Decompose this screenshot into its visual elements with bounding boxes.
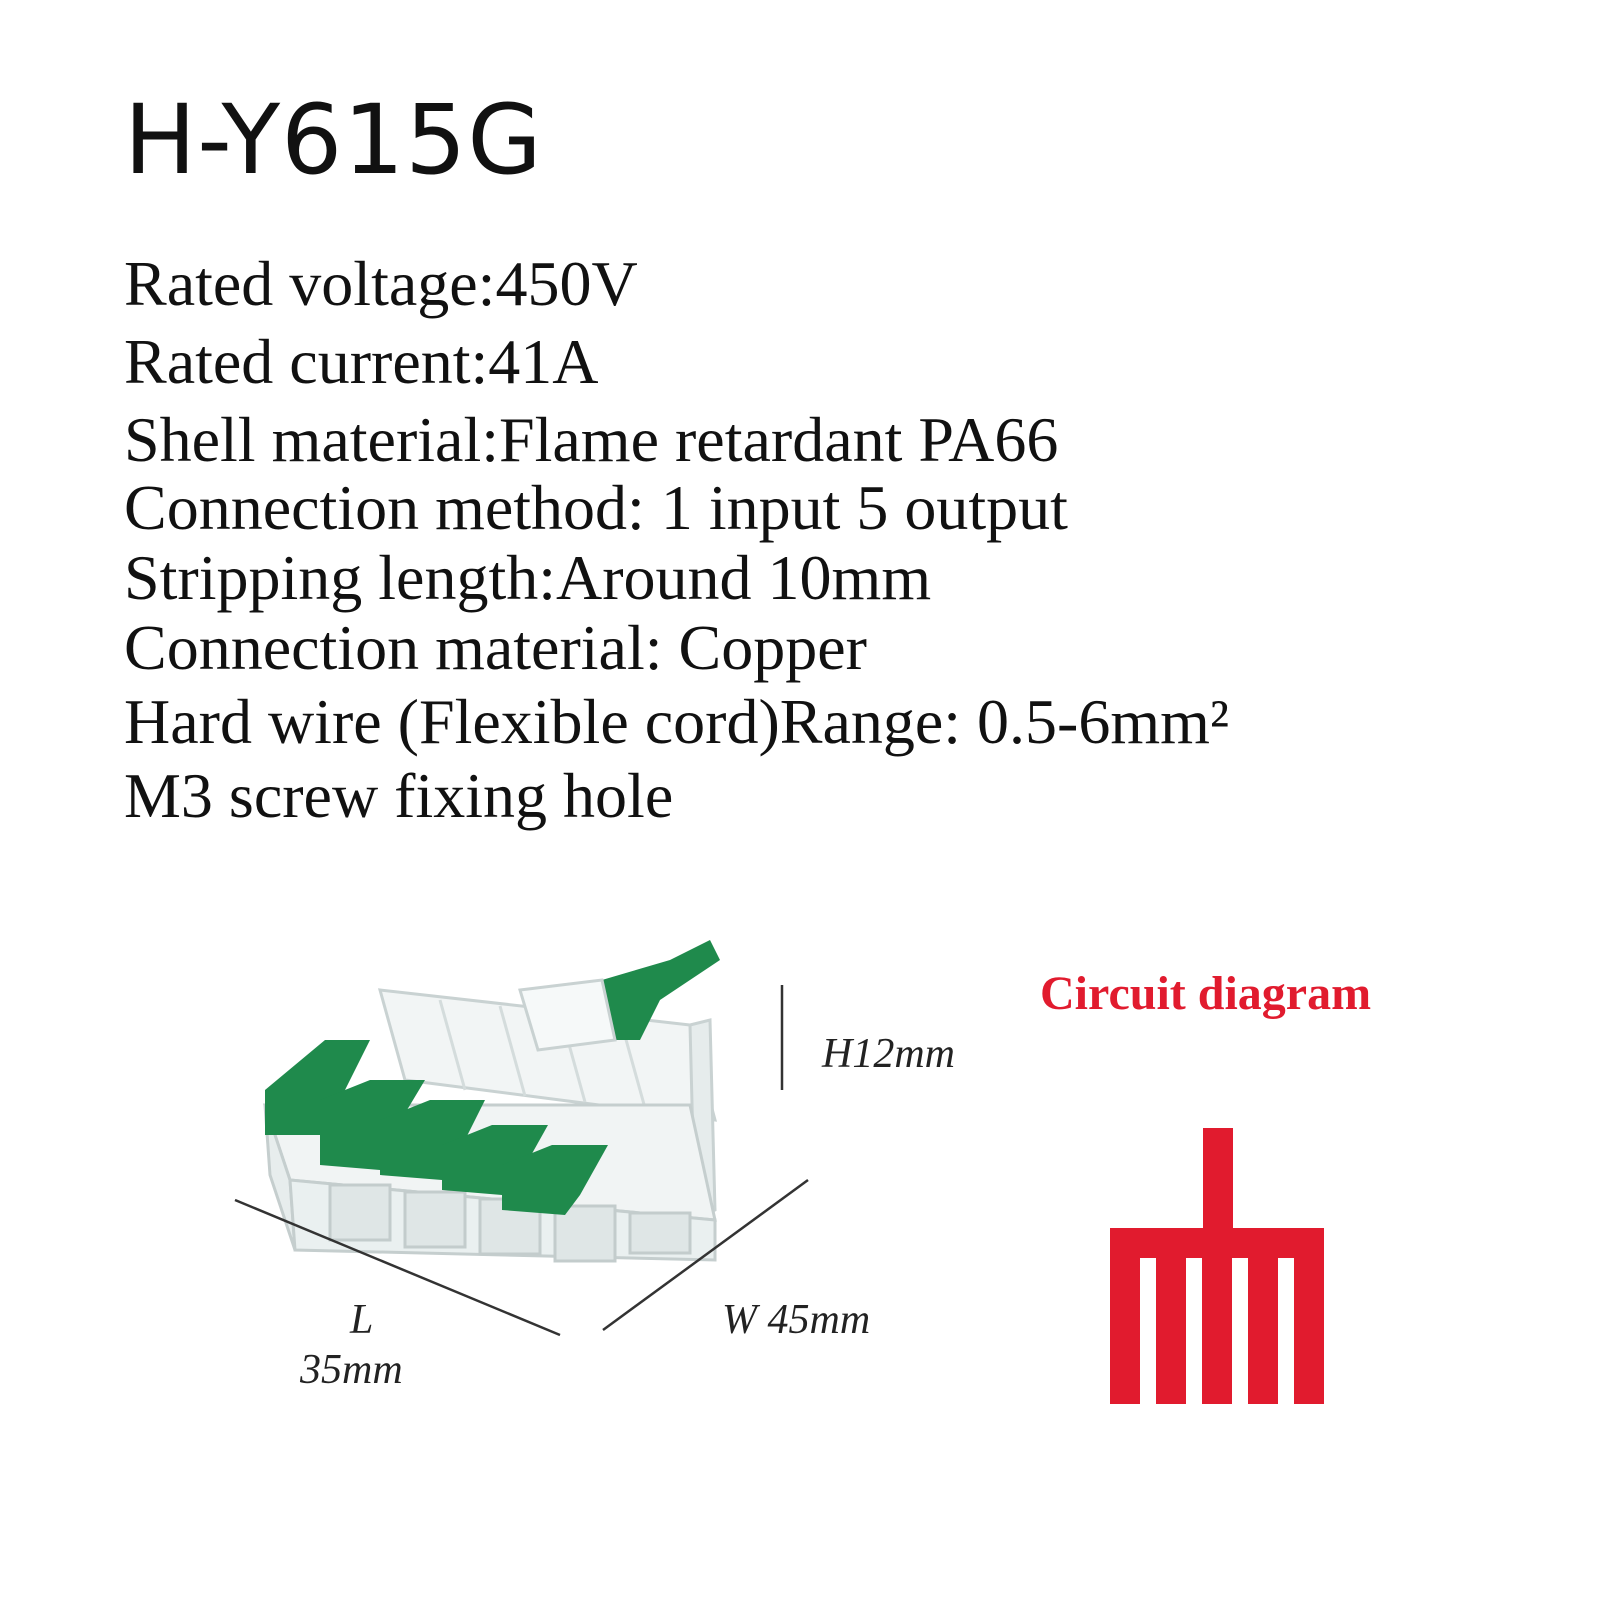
spec-wire-range: Hard wire (Flexible cord)Range: 0.5-6mm²: [124, 686, 1230, 757]
dimension-length-value: 35mm: [300, 1347, 403, 1393]
dimension-height: H12mm: [822, 1031, 955, 1077]
connector-illustration: [234, 940, 809, 1337]
circuit-diagram-title: Circuit diagram: [1040, 967, 1372, 1020]
spec-stripping-length: Stripping length:Around 10mm: [124, 542, 932, 613]
dimension-width: W 45mm: [722, 1297, 871, 1343]
circuit-symbol-icon: [1110, 1128, 1324, 1404]
spec-shell-material: Shell material:Flame retardant PA66: [124, 404, 1059, 475]
spec-fixing-hole: M3 screw fixing hole: [124, 760, 674, 831]
product-model-title: H-Y615G: [124, 84, 543, 196]
spec-connection-method: Connection method: 1 input 5 output: [124, 472, 1068, 543]
dimension-length-letter: L: [350, 1297, 374, 1343]
spec-rated-current: Rated current:41A: [124, 326, 599, 397]
spec-rated-voltage: Rated voltage:450V: [124, 248, 638, 319]
spec-connection-material: Connection material: Copper: [124, 612, 867, 683]
